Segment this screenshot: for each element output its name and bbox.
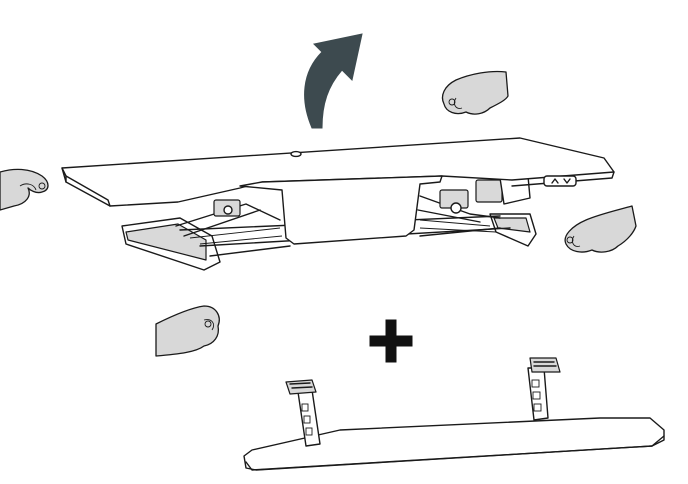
keyboard-tray-accessory: [243, 357, 665, 471]
hand-upper-right: [441, 70, 509, 115]
left-tray-bracket: [285, 379, 321, 447]
hand-right: [564, 205, 637, 253]
grommet-hole: [290, 150, 302, 158]
hand-lower-left: [155, 305, 220, 357]
desk-top: [61, 137, 615, 245]
keyboard-tray: [239, 175, 443, 245]
hand-left: [0, 168, 49, 211]
plus-icon: [369, 319, 413, 363]
height-control-panel: [543, 175, 577, 187]
lift-arrow-icon: [304, 33, 363, 129]
right-tray-bracket: [527, 357, 561, 421]
